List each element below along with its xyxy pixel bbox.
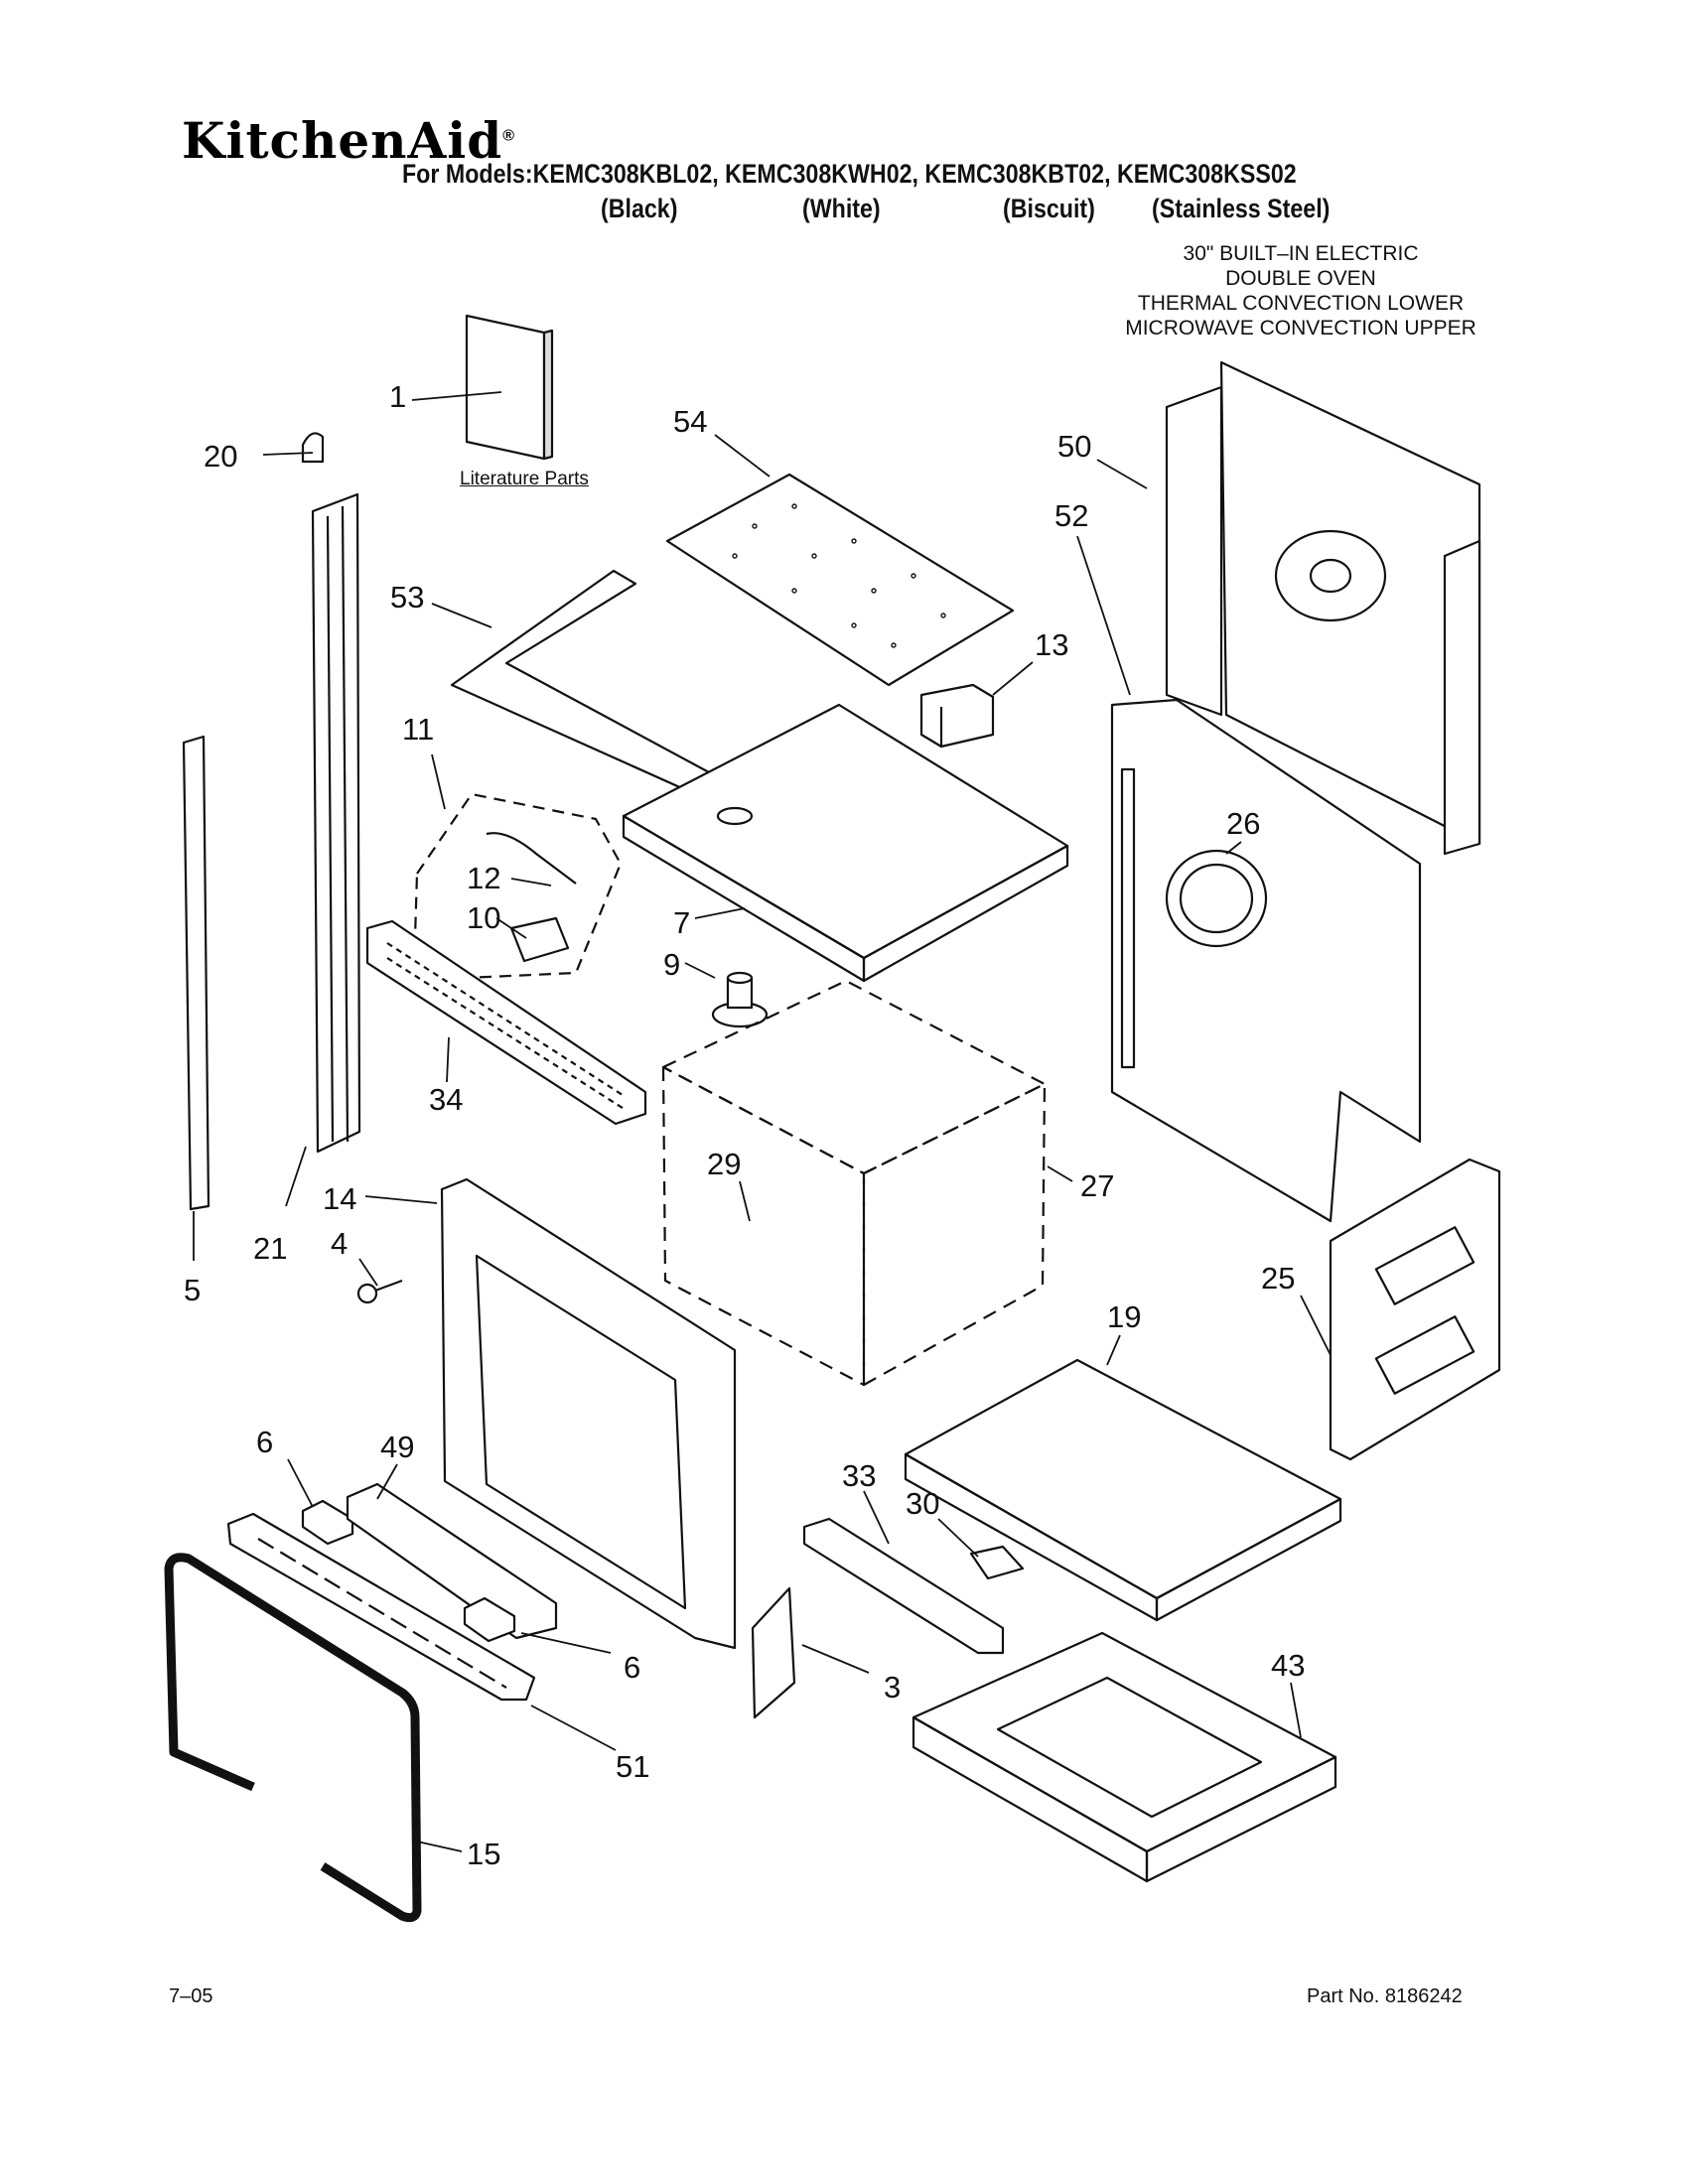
finish-white: (White) xyxy=(802,194,881,223)
callout-15: 15 xyxy=(467,1837,500,1871)
callout-34: 34 xyxy=(429,1082,463,1117)
part-25-side-panel xyxy=(1329,1158,1501,1461)
part-7-top-panel xyxy=(622,703,1069,983)
callout-9: 9 xyxy=(663,947,680,982)
part-54-insulation xyxy=(665,473,1015,687)
models-line: For Models:KEMC308KBL02, KEMC308KWH02, K… xyxy=(402,159,1297,189)
part-49-bar xyxy=(346,1482,558,1640)
callout-1: 1 xyxy=(389,379,406,414)
callout-11: 11 xyxy=(402,712,434,747)
callout-29: 29 xyxy=(707,1147,741,1181)
callout-53: 53 xyxy=(390,580,424,614)
callout-50: 50 xyxy=(1057,429,1091,464)
callout-7: 7 xyxy=(673,905,690,940)
footer-part-number: Part No. 8186242 xyxy=(1307,1985,1463,2007)
finish-biscuit: (Biscuit) xyxy=(1003,194,1095,223)
description-line-4: MICROWAVE CONVECTION UPPER xyxy=(1125,317,1476,340)
leader-lines xyxy=(193,391,1332,1852)
callout-25: 25 xyxy=(1261,1261,1295,1296)
part-53-insulation-strip xyxy=(450,569,737,804)
callout-3: 3 xyxy=(884,1670,901,1705)
callout-19: 19 xyxy=(1107,1299,1141,1334)
oven-description: 30" BUILT–IN ELECTRIC DOUBLE OVEN THERMA… xyxy=(1092,241,1509,341)
part-11-lamp-assembly xyxy=(413,792,623,980)
part-19-cover xyxy=(904,1358,1342,1622)
callout-30: 30 xyxy=(906,1486,939,1521)
part-50-rear-panel xyxy=(1165,360,1481,856)
part-literature-booklet xyxy=(465,314,554,461)
part-6-spacer-upper xyxy=(301,1499,354,1546)
part-4-screw xyxy=(356,1279,403,1304)
callout-49: 49 xyxy=(380,1430,414,1464)
part-27-oven-cavity xyxy=(661,979,1047,1387)
part-33-channel xyxy=(802,1517,1005,1655)
callout-5: 5 xyxy=(184,1273,201,1307)
description-line-3: THERMAL CONVECTION LOWER xyxy=(1137,292,1465,315)
callout-6-lower: 6 xyxy=(624,1650,640,1685)
callout-12: 12 xyxy=(467,861,500,895)
part-51-door-trim xyxy=(226,1512,536,1702)
callout-54: 54 xyxy=(673,404,707,439)
description-line-1: 30" BUILT–IN ELECTRIC xyxy=(1183,242,1419,265)
part-34-vent-grill xyxy=(365,919,647,1126)
part-30-bracket xyxy=(969,1545,1025,1580)
kitchenaid-logo: KitchenAid® xyxy=(182,111,516,170)
callout-4: 4 xyxy=(331,1226,348,1261)
part-3-hinge-bracket xyxy=(751,1586,796,1719)
callout-14: 14 xyxy=(323,1181,356,1216)
part-15-door-gasket xyxy=(164,1553,422,1923)
part-21-trim-strip xyxy=(311,492,361,1154)
part-6-spacer-lower xyxy=(463,1596,516,1643)
part-13-relay xyxy=(919,683,995,749)
part-20-clip xyxy=(301,432,325,464)
footer-date: 7–05 xyxy=(169,1985,213,2007)
callout-33: 33 xyxy=(842,1458,876,1493)
callout-20: 20 xyxy=(204,439,237,474)
callout-52: 52 xyxy=(1054,498,1088,533)
callout-13: 13 xyxy=(1035,627,1068,662)
callout-numbers: 1 20 54 50 52 53 13 11 26 12 10 7 9 34 2… xyxy=(184,379,1305,1871)
callout-6-upper: 6 xyxy=(256,1425,273,1459)
part-14-door-frame xyxy=(440,1177,737,1650)
callout-26: 26 xyxy=(1226,806,1260,841)
callout-21: 21 xyxy=(253,1231,287,1266)
callout-51: 51 xyxy=(616,1749,649,1784)
literature-parts-label: Literature Parts xyxy=(460,469,589,489)
callout-10: 10 xyxy=(467,900,500,935)
callout-43: 43 xyxy=(1271,1648,1305,1683)
finish-black: (Black) xyxy=(601,194,678,223)
part-43-base-pan xyxy=(912,1631,1337,1883)
description-line-2: DOUBLE OVEN xyxy=(1225,267,1376,290)
finish-stainless-steel: (Stainless Steel) xyxy=(1152,194,1331,223)
callout-27: 27 xyxy=(1080,1168,1114,1203)
part-9-knob xyxy=(711,971,769,1028)
part-5-rod xyxy=(182,735,210,1211)
part-52-rear-wall xyxy=(1110,698,1422,1223)
